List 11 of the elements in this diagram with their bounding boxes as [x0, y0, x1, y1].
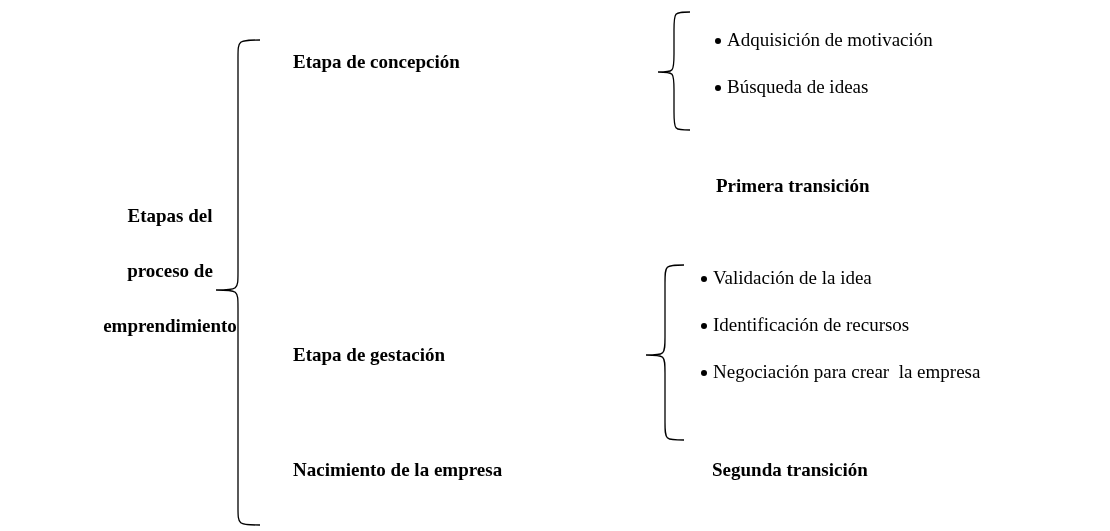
- main-heading: Etapas del proceso de emprendimiento: [102, 204, 238, 338]
- list-item: Negociación para crear la empresa: [713, 360, 981, 384]
- stage-heading: Etapa de gestación: [293, 343, 445, 367]
- list-item: Búsqueda de ideas: [727, 75, 869, 99]
- list-item: Adquisición de motivación: [727, 28, 933, 52]
- transition-label: Segunda transición: [712, 458, 868, 482]
- transition-label: Primera transición: [716, 174, 870, 198]
- list-item: Identificación de recursos: [713, 313, 910, 337]
- stage-heading: Etapa de concepción: [293, 50, 460, 74]
- stage-heading: Nacimiento de la empresa: [293, 458, 503, 482]
- list-item: Validación de la idea: [713, 266, 872, 290]
